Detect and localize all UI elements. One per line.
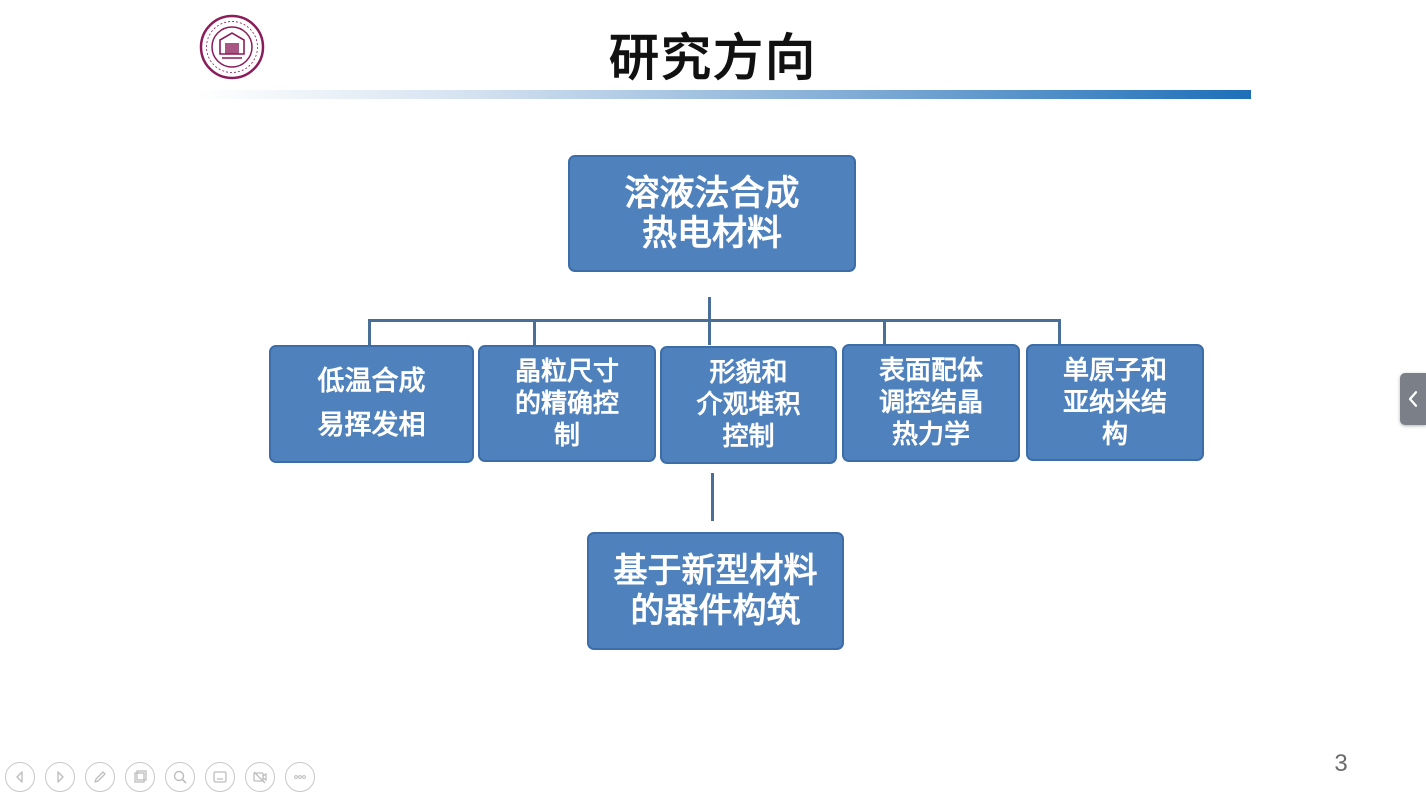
child-node-4: 表面配体 调控结晶 热力学	[842, 344, 1020, 462]
connector-drop-4	[883, 319, 886, 347]
pen-button[interactable]	[85, 762, 115, 792]
zoom-button[interactable]	[165, 762, 195, 792]
camera-off-button[interactable]	[245, 762, 275, 792]
connector-drop-1	[368, 319, 371, 347]
subtitle-button[interactable]	[205, 762, 235, 792]
page-number: 3	[1334, 750, 1348, 777]
side-panel-toggle[interactable]	[1400, 373, 1426, 425]
child-node-2: 晶粒尺寸 的精确控 制	[478, 345, 656, 462]
zoom-icon	[173, 770, 187, 784]
more-button[interactable]	[285, 762, 315, 792]
connector-horizontal-bar	[368, 319, 1061, 322]
next-button[interactable]	[45, 762, 75, 792]
pen-icon	[94, 771, 106, 783]
connector-drop-2	[533, 319, 536, 347]
child-node-5: 单原子和 亚纳米结 构	[1026, 344, 1204, 461]
title-underline	[196, 90, 1251, 99]
root-node: 溶液法合成 热电材料	[568, 155, 856, 272]
connector-bottom-stem	[711, 473, 714, 521]
child-node-3: 形貌和 介观堆积 控制	[660, 346, 837, 464]
university-logo	[198, 14, 266, 80]
chevron-left-icon	[1408, 391, 1418, 407]
slide-title: 研究方向	[609, 29, 817, 87]
presentation-controls	[5, 762, 315, 792]
slides-button[interactable]	[125, 762, 155, 792]
child-node-1: 低温合成 易挥发相	[269, 345, 474, 463]
subtitle-icon	[213, 771, 227, 783]
connector-drop-5	[1058, 319, 1061, 347]
next-icon	[57, 771, 64, 783]
slides-icon	[134, 770, 147, 783]
bottom-node: 基于新型材料 的器件构筑	[587, 532, 844, 650]
previous-icon	[16, 771, 23, 783]
camera-off-icon	[253, 771, 267, 784]
previous-button[interactable]	[5, 762, 35, 792]
more-icon	[294, 775, 306, 779]
